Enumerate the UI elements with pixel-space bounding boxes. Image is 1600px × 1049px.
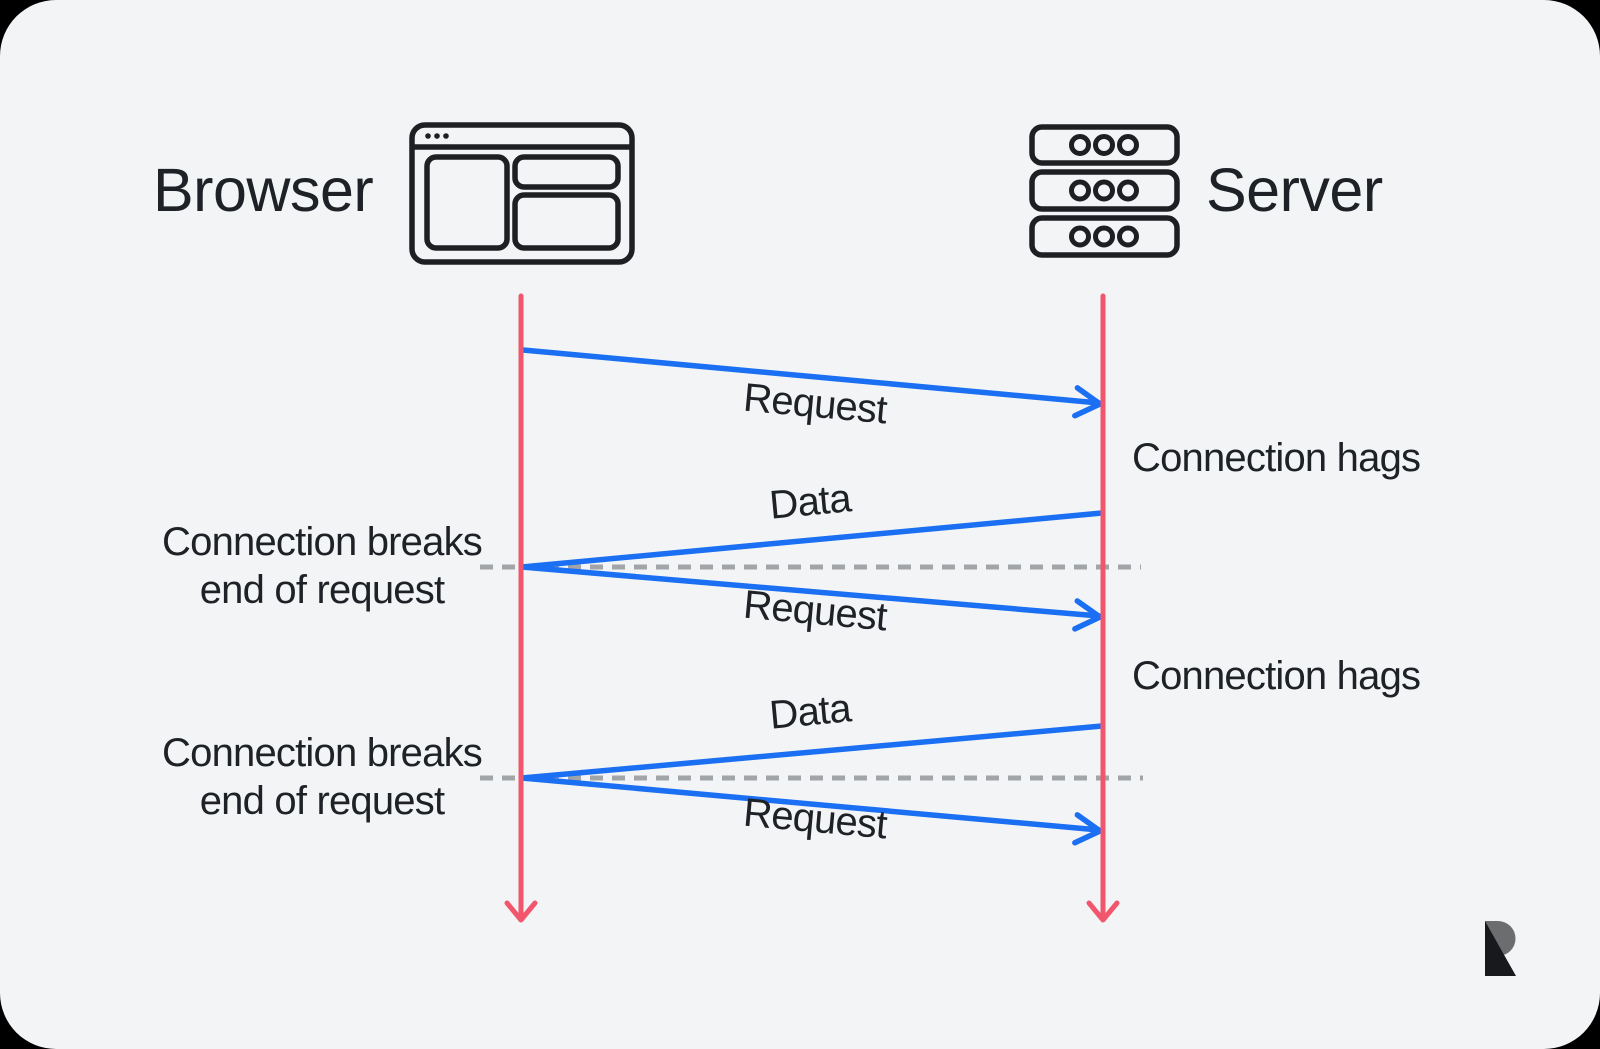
request-arrow-1 — [520, 347, 1103, 419]
request-arrow-2 — [519, 564, 1103, 632]
browser-dot-icon — [443, 133, 449, 139]
server-lifeline-arrowhead — [1086, 900, 1120, 923]
data-label-1: Data — [767, 476, 853, 528]
data-arrow-1 — [519, 510, 1105, 570]
browser-label: Browser — [153, 156, 374, 224]
request-arrow-3 — [519, 775, 1103, 846]
server-note-1: Connection hags — [1132, 436, 1421, 480]
browser-dot-icon — [434, 133, 440, 139]
arrowhead-icon — [1072, 598, 1103, 632]
data-arrow-2 — [519, 723, 1105, 781]
browser-note-2-line-1: Connection breaks — [162, 731, 483, 775]
browser-note-1-line-2: end of request — [199, 568, 445, 612]
browser-dot-icon — [425, 133, 431, 139]
server-rack-icon — [1029, 124, 1180, 258]
browser-note-1-line-1: Connection breaks — [162, 520, 483, 564]
browser-note-2-line-2: end of request — [199, 779, 445, 823]
browser-lifeline — [504, 293, 538, 923]
data-label-2: Data — [767, 686, 853, 738]
r-logo-triangle — [1485, 921, 1516, 976]
browser-lifeline-arrowhead — [504, 900, 538, 923]
server-label: Server — [1206, 156, 1383, 224]
browser-window-icon — [409, 122, 635, 265]
server-note-2: Connection hags — [1132, 654, 1421, 698]
server-lifeline — [1086, 293, 1120, 923]
r-logo — [1485, 921, 1516, 976]
arrowhead-icon — [1072, 385, 1103, 419]
browser-note-2: Connection breaks end of request — [112, 729, 532, 825]
browser-note-1: Connection breaks end of request — [112, 518, 532, 614]
arrowhead-icon — [1072, 812, 1103, 846]
